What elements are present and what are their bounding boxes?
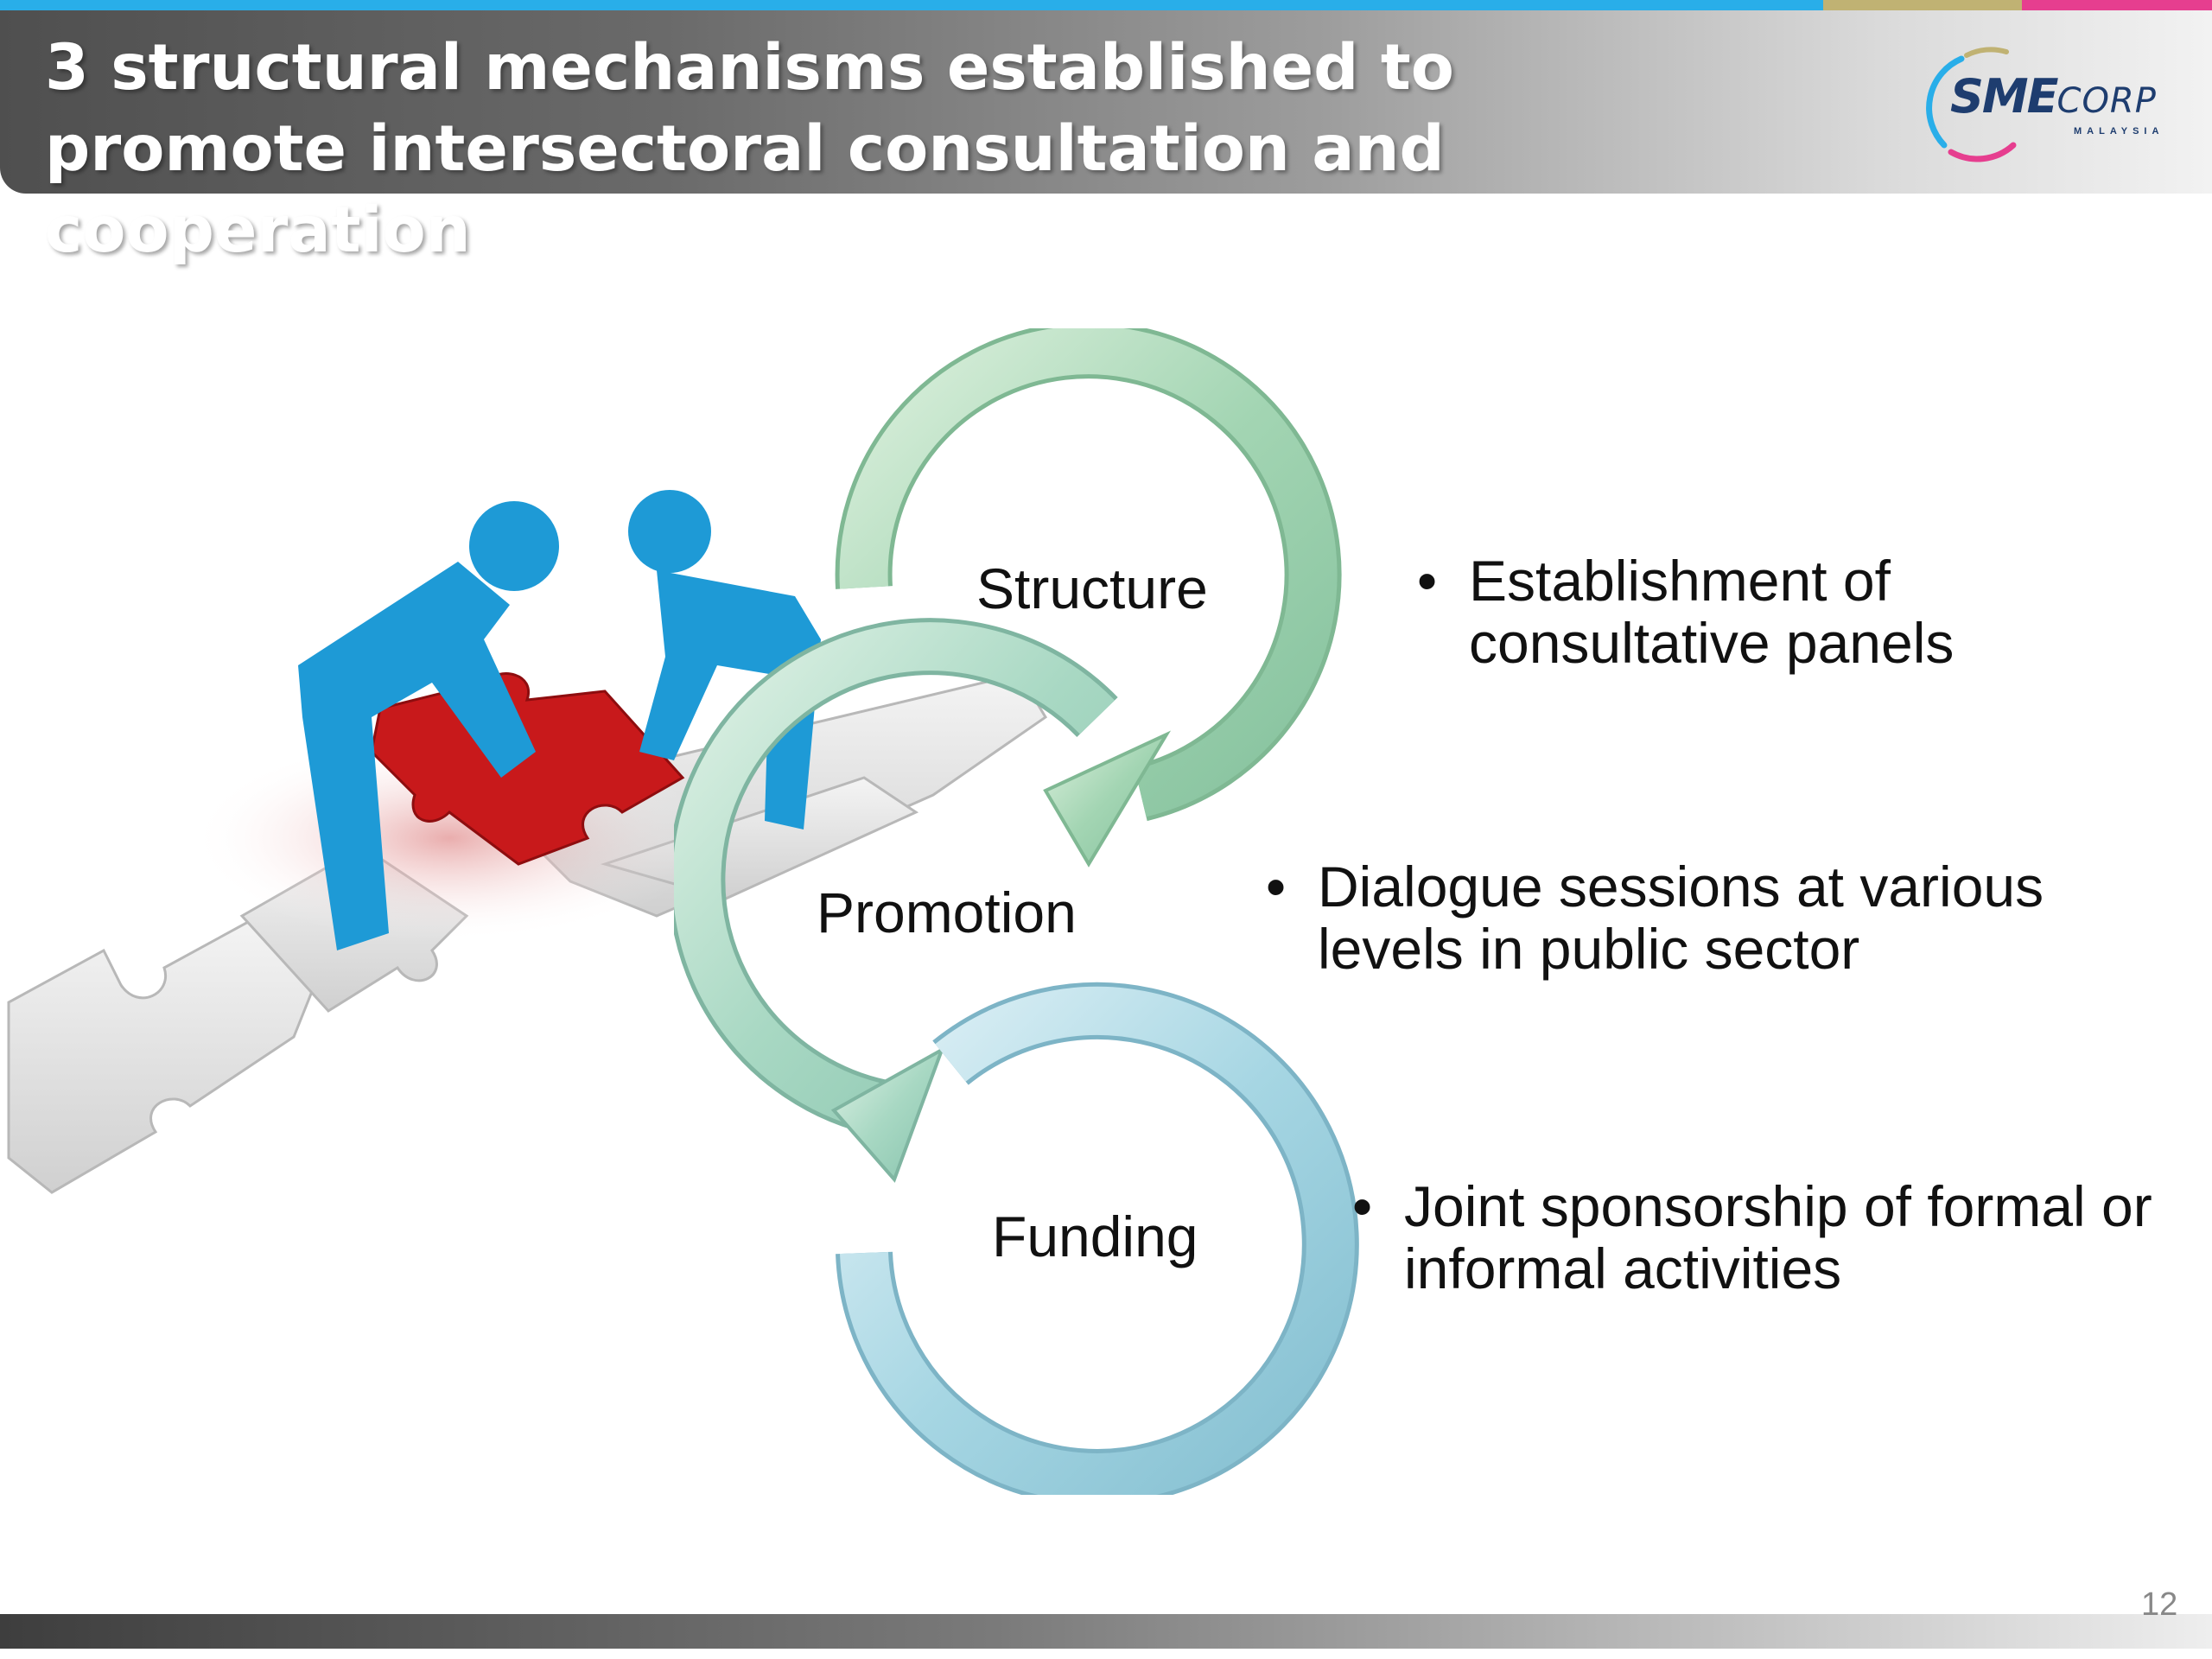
stripe-pink [2022, 0, 2212, 10]
step-label-structure: Structure [976, 556, 1208, 620]
bullet-dot: • [1417, 549, 1438, 613]
logo-wordmark: SMECORP [1950, 69, 2157, 124]
logo-sme: SME [1950, 69, 2059, 124]
bullet-structure: • Establishment of consultative panels [1417, 550, 2126, 674]
arrow-funding [836, 982, 1359, 1495]
footer-bar [0, 1614, 2212, 1649]
red-puzzle-piece [370, 672, 685, 866]
page-title: 3 structural mechanisms established to p… [45, 31, 1454, 267]
smecorp-logo: SMECORP MALAYSIA [1910, 35, 2186, 164]
left-figure [298, 501, 559, 950]
step-label-promotion: Promotion [817, 880, 1077, 944]
arrow-promotion [674, 618, 1118, 1183]
stripe-blue [0, 0, 1823, 10]
right-figure [628, 490, 821, 830]
logo-subtitle: MALAYSIA [2074, 126, 2164, 137]
arrow-structure [835, 328, 1342, 868]
bullet-text: Joint sponsorship of formal or informal … [1404, 1174, 2152, 1300]
bullet-dot: • [1266, 855, 1287, 918]
top-accent-stripe [0, 0, 2212, 10]
bullet-funding: • Joint sponsorship of formal or informa… [1352, 1175, 2212, 1300]
stripe-gold [1823, 0, 2022, 10]
puzzle-illustration [7, 490, 1048, 1194]
header-bar: 3 structural mechanisms established to p… [0, 10, 2212, 267]
bullet-dot: • [1352, 1174, 1373, 1238]
logo-swoosh-icon [1926, 47, 2017, 162]
cycle-arrows [674, 328, 1359, 1495]
bullet-promotion: • Dialogue sessions at various levels in… [1266, 855, 2182, 980]
bullet-text: Establishment of consultative panels [1469, 549, 1955, 675]
logo-corp: CORP [2056, 81, 2157, 121]
bullet-text: Dialogue sessions at various levels in p… [1318, 855, 2044, 981]
step-label-funding: Funding [992, 1205, 1198, 1268]
page-number: 12 [2141, 1586, 2178, 1623]
